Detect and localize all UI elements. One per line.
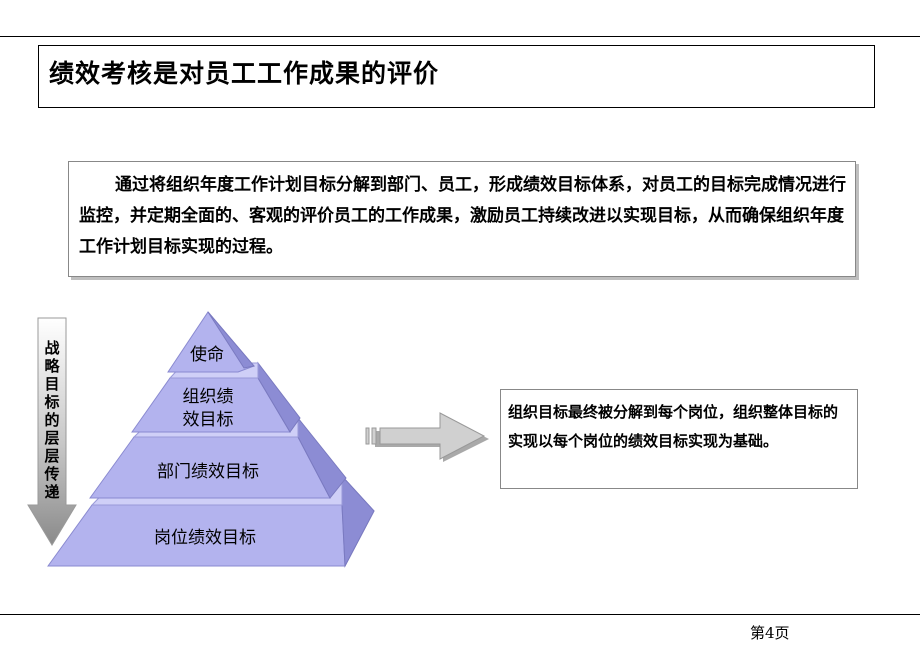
bottom-rule [0, 614, 920, 615]
title-box: 绩效考核是对员工工作成果的评价 [38, 45, 875, 108]
note-box: 组织目标最终被分解到每个岗位，组织整体目标的实现以每个岗位的绩效目标实现为基础。 [500, 389, 858, 489]
cascade-char: 标 [43, 393, 59, 411]
pyramid-tier-1 [167, 311, 255, 373]
slide-title: 绩效考核是对员工工作成果的评价 [49, 59, 440, 88]
right-arrow-icon [365, 412, 489, 462]
pyramid-label-org-line1: 组织绩 [183, 387, 234, 407]
pyramid-label-mission: 使命 [190, 344, 224, 365]
page-number: 第4页 [750, 624, 790, 642]
note-text: 组织目标最终被分解到每个岗位，组织整体目标的实现以每个岗位的绩效目标实现为基础。 [508, 403, 839, 450]
intro-box: 通过将组织年度工作计划目标分解到部门、员工，形成绩效目标体系，对员工的目标完成情… [68, 161, 856, 277]
cascade-char: 层 [44, 429, 59, 447]
top-rule [0, 36, 920, 37]
cascade-char: 略 [44, 357, 60, 375]
cascade-arrow-label: 战 略 目 标 的 层 层 传 递 [43, 339, 60, 501]
cascade-char: 战 [44, 339, 59, 357]
cascade-char: 的 [44, 411, 59, 429]
pyramid-label-position: 岗位绩效目标 [154, 528, 256, 548]
cascade-char: 传 [43, 465, 59, 483]
pyramid-label-department: 部门绩效目标 [157, 462, 259, 482]
cascade-char: 目 [44, 375, 59, 393]
cascade-char: 递 [44, 483, 59, 501]
intro-paragraph: 通过将组织年度工作计划目标分解到部门、员工，形成绩效目标体系，对员工的目标完成情… [79, 175, 846, 257]
cascade-arrow [27, 317, 77, 546]
pyramid-label-org-line2: 效目标 [183, 410, 234, 430]
cascade-char: 层 [44, 447, 59, 465]
